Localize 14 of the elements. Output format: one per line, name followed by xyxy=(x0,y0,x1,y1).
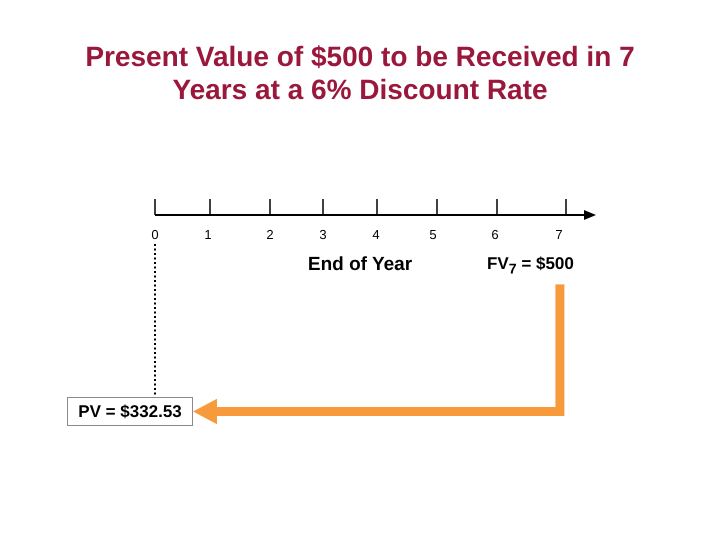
value-box: PV = $332.53 xyxy=(67,397,193,426)
tick-label: 7 xyxy=(555,227,563,242)
tick-label: 5 xyxy=(429,227,437,242)
tick-label: 1 xyxy=(204,227,212,242)
axis-title: End of Year xyxy=(308,254,412,276)
tick-label: 6 xyxy=(491,227,499,242)
value-label: FV$_{7}$ = $500 xyxy=(487,253,574,280)
tick-label: 2 xyxy=(266,227,274,242)
connector-line xyxy=(154,244,156,397)
arrow xyxy=(193,284,564,424)
tick-label: 0 xyxy=(151,227,159,242)
tick-label: 4 xyxy=(372,227,380,242)
tick-label: 3 xyxy=(319,227,327,242)
title: Present Value of $500 to be Received in 7 Years at a 6% Discount Rate xyxy=(84,40,636,106)
